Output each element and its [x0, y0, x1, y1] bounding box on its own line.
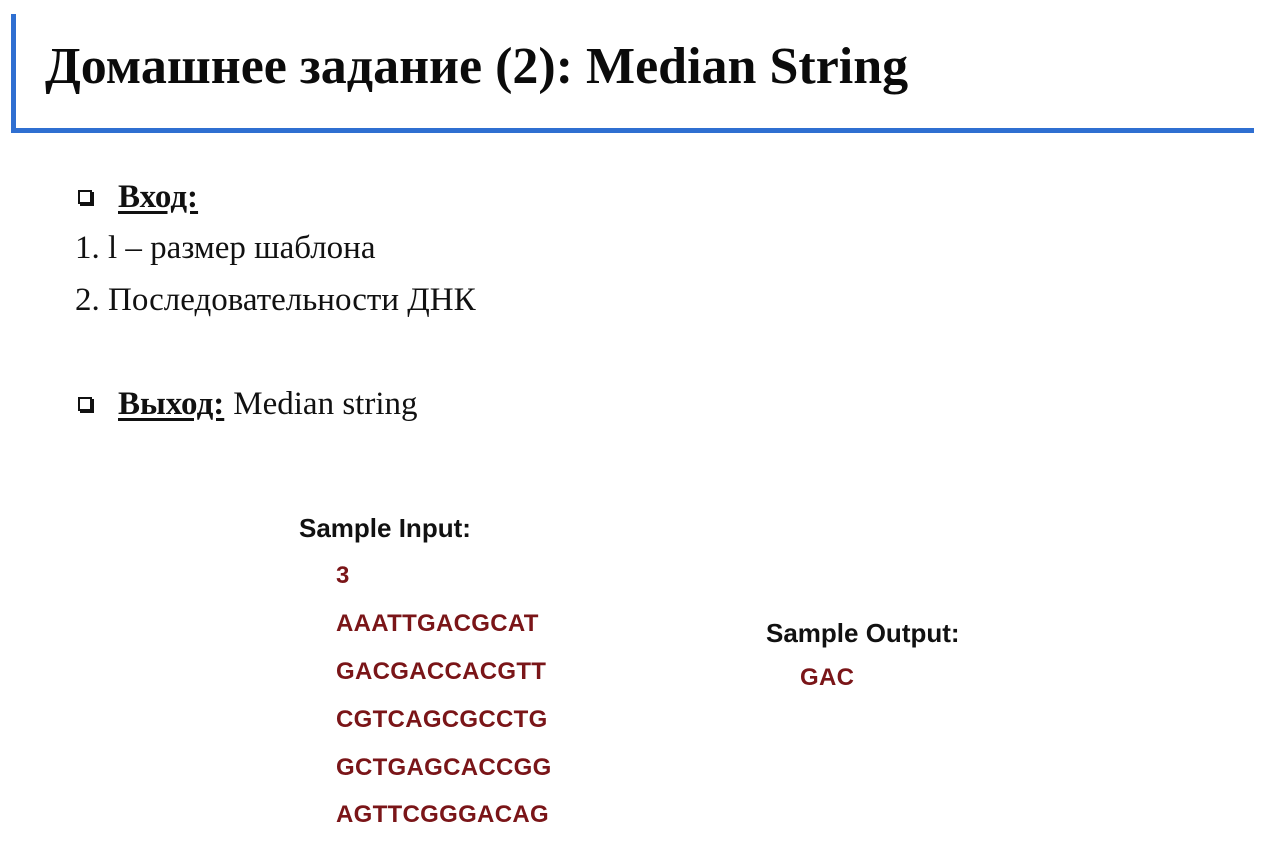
- slide-title: Домашнее задание (2): Median String: [45, 38, 909, 95]
- sample-output-value: GAC: [800, 664, 855, 691]
- sample-input-sequence: AAATTGACGCAT: [336, 610, 539, 637]
- checkbox-bullet-icon: [78, 397, 92, 411]
- sample-input-sequence: GACGACCACGTT: [336, 658, 547, 685]
- title-accent-bar: [11, 14, 16, 133]
- sample-input-sequence: CGTCAGCGCCTG: [336, 706, 548, 733]
- checkbox-bullet-icon: [78, 190, 92, 204]
- input-label: Вход:: [118, 178, 199, 215]
- sample-input-sequence: GCTGAGCACCGG: [336, 754, 552, 781]
- output-label: Выход:: [118, 385, 225, 422]
- sample-input-sequence: AGTTCGGGACAG: [336, 801, 549, 828]
- sample-input-k: 3: [336, 562, 350, 589]
- input-bullet: Вход:: [78, 177, 198, 217]
- sample-output-heading: Sample Output:: [766, 618, 960, 648]
- input-item-pattern-size: 1. l – размер шаблона: [75, 230, 376, 266]
- input-item-dna-sequences: 2. Последовательности ДНК: [75, 282, 476, 318]
- sample-input-heading: Sample Input:: [299, 513, 471, 543]
- title-underline-rule: [11, 128, 1254, 133]
- output-text: Median string: [233, 385, 418, 422]
- output-bullet: Выход: Median string: [78, 384, 418, 424]
